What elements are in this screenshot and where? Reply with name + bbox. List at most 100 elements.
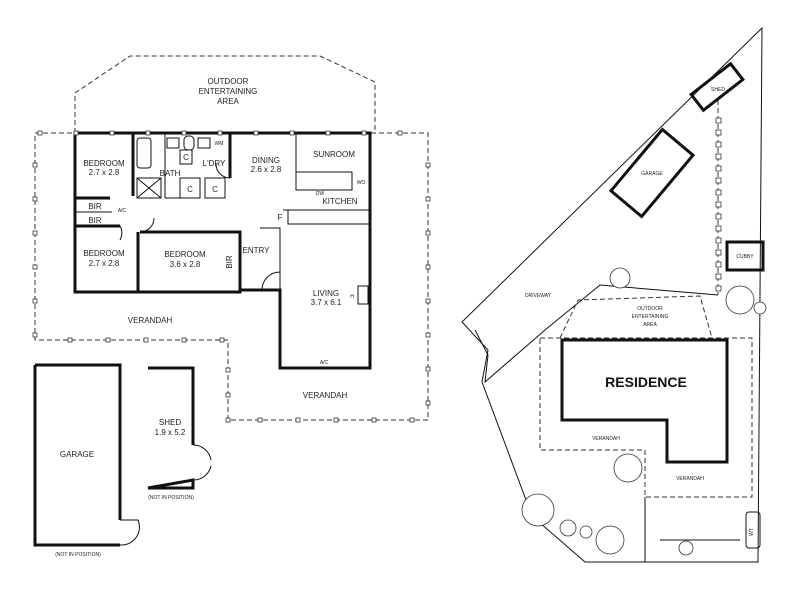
site-fence-markers bbox=[715, 117, 722, 292]
site-shed bbox=[689, 61, 745, 113]
verandah-post bbox=[225, 392, 231, 398]
bir1-label: BIR bbox=[88, 202, 102, 211]
fence-marker bbox=[715, 129, 722, 136]
bedroom1-size: 2.7 x 2.8 bbox=[89, 168, 120, 177]
fence-marker bbox=[715, 213, 722, 220]
verandah-post bbox=[32, 298, 38, 304]
heater-label: H bbox=[350, 294, 354, 300]
site-shed-label: SHED bbox=[711, 87, 725, 93]
site-driveway-label: DRIVEWAY bbox=[525, 293, 552, 299]
outdoor-entertaining-outline bbox=[74, 55, 376, 133]
bedroom2-door-swing bbox=[119, 225, 123, 241]
verandah-post bbox=[67, 337, 73, 343]
site-trees bbox=[521, 267, 767, 556]
site-garage bbox=[608, 127, 696, 219]
tree-icon bbox=[678, 540, 694, 556]
verandah-post bbox=[295, 417, 301, 423]
verandah-post bbox=[425, 264, 431, 270]
kitchen-bench bbox=[295, 171, 353, 191]
cupboard-box-2 bbox=[204, 177, 226, 199]
site-oe-3: AREA bbox=[643, 322, 657, 328]
cupboard-c2-label: C bbox=[212, 185, 218, 194]
tree-icon bbox=[559, 519, 577, 537]
bedroom3-door-swing bbox=[139, 217, 155, 233]
garage-walls bbox=[33, 363, 122, 547]
site-residence-label: RESIDENCE bbox=[605, 374, 687, 390]
verandah-post bbox=[109, 130, 115, 136]
verandah-post bbox=[425, 162, 431, 168]
verandah-post bbox=[425, 196, 431, 202]
site-water-tank bbox=[745, 511, 761, 549]
verandah-post bbox=[225, 367, 231, 373]
fence-marker bbox=[715, 177, 722, 184]
site-plan: SHED GARAGE CUBBY DRIVEWAY OUTDOOR ENTER… bbox=[461, 26, 767, 563]
site-verandah-1: VERANDAH bbox=[592, 436, 620, 442]
verandah-post bbox=[219, 337, 225, 343]
verandah-post bbox=[289, 130, 295, 136]
laundry-door-swing bbox=[215, 163, 231, 179]
shed-note: (NOT IN POSITION) bbox=[148, 495, 194, 501]
wo-label: WO bbox=[357, 180, 366, 186]
garage-door-swing bbox=[119, 519, 140, 546]
fence-marker bbox=[715, 225, 722, 232]
bedroom3-size: 3.6 x 2.8 bbox=[170, 260, 201, 269]
tree-icon bbox=[609, 267, 631, 289]
bedroom1-name: BEDROOM bbox=[83, 159, 125, 168]
verandah-post bbox=[253, 130, 259, 136]
fence-marker bbox=[715, 141, 722, 148]
site-cubby bbox=[725, 240, 765, 272]
verandah-post bbox=[425, 332, 431, 338]
fence-marker bbox=[715, 165, 722, 172]
verandah-post bbox=[181, 337, 187, 343]
cupboard-box-3 bbox=[179, 149, 193, 165]
verandah-post bbox=[225, 417, 231, 423]
fence-marker bbox=[715, 189, 722, 196]
verandah-post bbox=[425, 366, 431, 372]
shed-name: SHED bbox=[159, 418, 181, 427]
garage-label: GARAGE bbox=[60, 450, 94, 459]
bir3-label: BIR bbox=[225, 255, 234, 269]
site-verandah-outline bbox=[539, 337, 753, 498]
verandah-post bbox=[217, 130, 223, 136]
verandah-post bbox=[32, 230, 38, 236]
verandah-post bbox=[181, 130, 187, 136]
dw-label: DW bbox=[316, 191, 325, 197]
outdoor-entertaining-label-3: AREA bbox=[217, 97, 239, 106]
site-residence bbox=[560, 338, 729, 464]
verandah-bottom-label: VERANDAH bbox=[303, 391, 348, 400]
ac2-label: A/C bbox=[320, 360, 329, 366]
cupboard-box-1 bbox=[179, 177, 201, 199]
fence-marker bbox=[715, 237, 722, 244]
living-size: 3.7 x 6.1 bbox=[311, 298, 342, 307]
site-outdoor-entertaining bbox=[559, 295, 713, 339]
bath-label: BATH bbox=[160, 169, 181, 178]
toilet bbox=[183, 135, 195, 151]
verandah-post bbox=[145, 130, 151, 136]
bedroom2-size: 2.7 x 2.8 bbox=[89, 259, 120, 268]
verandah-post bbox=[333, 417, 339, 423]
tree-icon bbox=[579, 525, 593, 539]
fence-marker bbox=[715, 249, 722, 256]
bathtub bbox=[136, 137, 152, 169]
outdoor-entertaining-label-2: ENTERTAINING bbox=[199, 87, 258, 96]
shed-walls bbox=[147, 366, 195, 490]
bir2-label: BIR bbox=[88, 216, 102, 225]
verandah-post bbox=[73, 130, 79, 136]
verandah-post bbox=[32, 196, 38, 202]
verandah-post bbox=[397, 130, 403, 136]
fence-marker bbox=[715, 273, 722, 280]
fence-marker bbox=[715, 201, 722, 208]
tree-icon bbox=[521, 493, 555, 527]
heater-box bbox=[357, 285, 369, 305]
site-oe-2: ENTERTAINING bbox=[632, 314, 669, 320]
tree-icon bbox=[595, 525, 625, 555]
site-wt-label: WT bbox=[749, 528, 755, 536]
ac1-label: A/C bbox=[118, 208, 127, 214]
kitchen-bench-lower bbox=[287, 210, 370, 225]
living-name: LIVING bbox=[313, 289, 339, 298]
verandah-post bbox=[425, 400, 431, 406]
cupboard-c3-label: C bbox=[183, 153, 189, 162]
dining-size: 2.6 x 2.8 bbox=[251, 165, 282, 174]
tree-icon bbox=[613, 453, 643, 483]
